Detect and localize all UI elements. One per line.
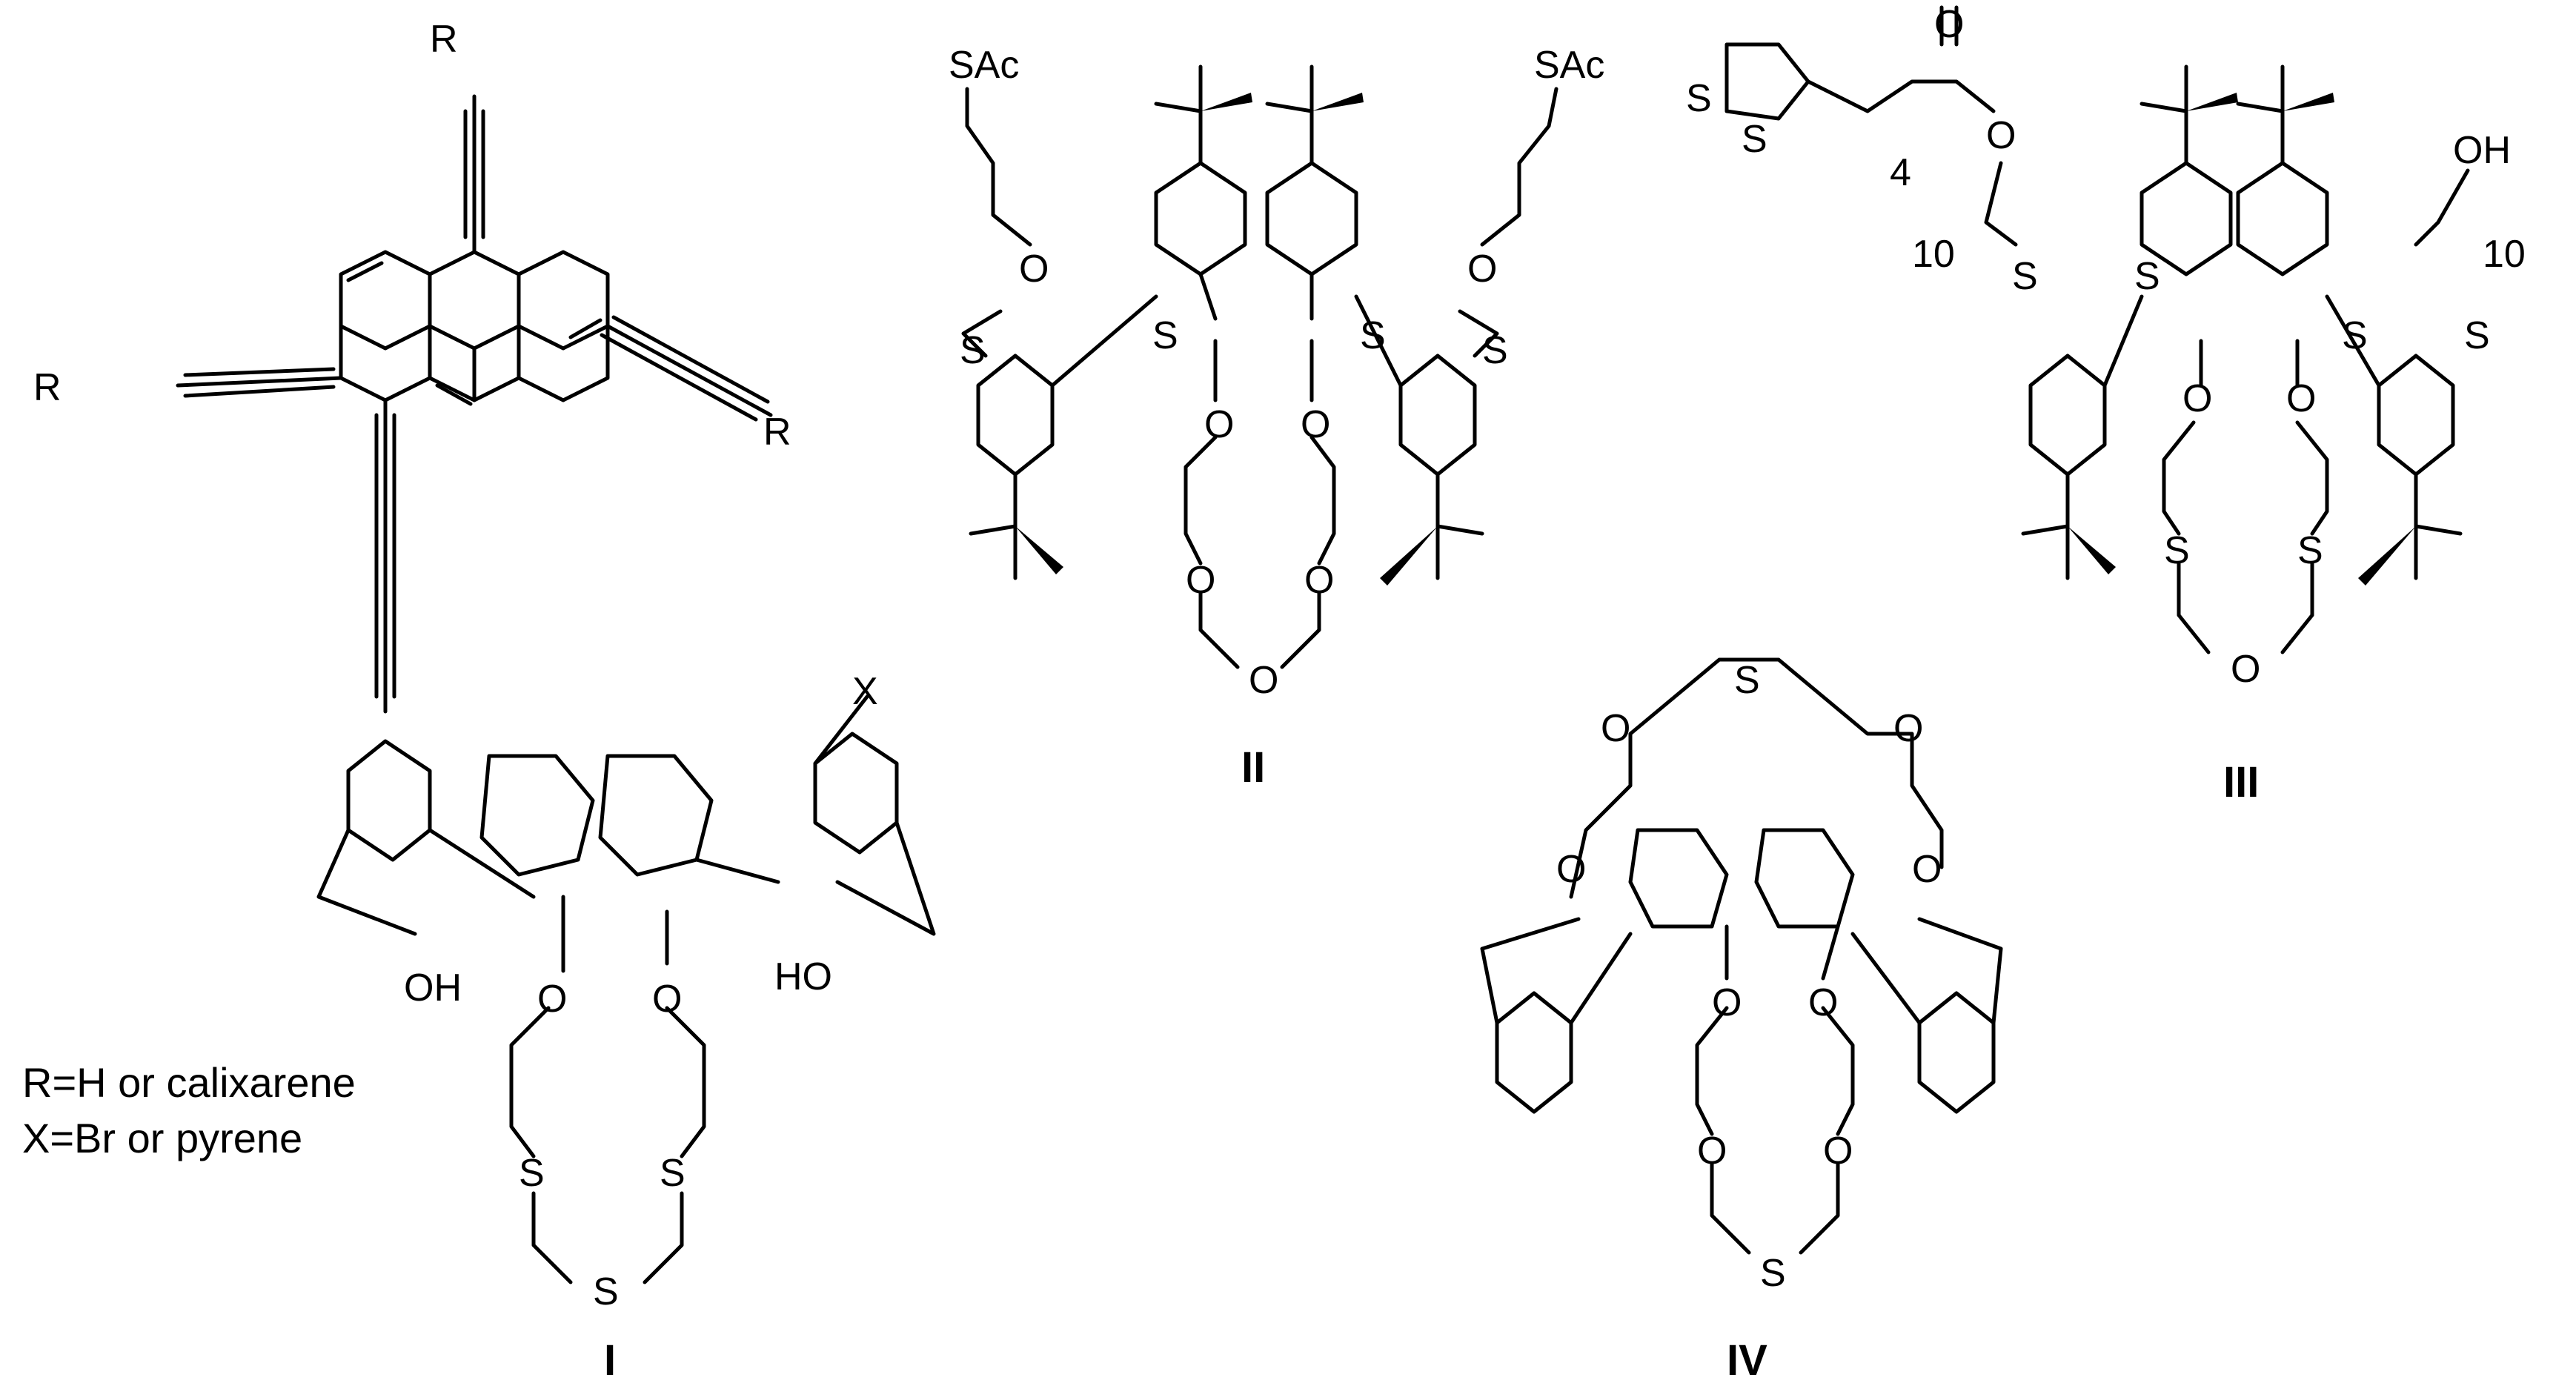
crown-ii <box>1184 435 1336 669</box>
dithiolane <box>1724 42 1810 121</box>
x-label: X <box>852 670 878 713</box>
s-iii-b: S <box>1742 118 1767 161</box>
s-iii-2: S <box>2134 255 2160 298</box>
calixarene-iv <box>1480 828 2003 1114</box>
label-iv: IV <box>1727 1336 1767 1385</box>
s-iii-4: S <box>2464 314 2490 357</box>
calixarene-ii <box>961 109 1499 528</box>
r-label-right: R <box>763 411 791 454</box>
alkyne-left <box>176 367 343 398</box>
o-iv-6: O <box>1808 981 1838 1024</box>
decyl-chains <box>1984 161 2470 247</box>
s-ii-4: S <box>1482 329 1508 372</box>
o-ii-6: O <box>1304 559 1334 602</box>
subscript-4: 4 <box>1890 151 1911 194</box>
s-ii-1: S <box>960 329 986 372</box>
tbu-bottom-iii <box>2021 524 2463 580</box>
pyrene-core <box>339 250 610 406</box>
tbu-bottom-ii <box>969 524 1484 580</box>
arm-right-ii <box>1480 87 1558 247</box>
s-iii-3: S <box>2342 314 2368 357</box>
o-iv-1: O <box>1601 707 1630 750</box>
oh-label: OH <box>404 966 462 1009</box>
tbu-wedge-iii-1 <box>2186 93 2238 111</box>
o-ii-3: O <box>1204 403 1234 446</box>
compound-i: R R R X OH HO O O S S S R=H or calixaren… <box>22 18 936 1385</box>
r-label-top: R <box>430 18 458 61</box>
tbu-wedge-ii-4 <box>1380 526 1438 586</box>
calixarene-iii <box>2028 109 2455 528</box>
alkyne-top <box>463 94 485 254</box>
o-i-1: O <box>537 978 567 1021</box>
crown-bottom-iv <box>1695 1006 1855 1255</box>
o-ii-2: O <box>1467 248 1497 291</box>
subscript-10-right: 10 <box>2483 233 2526 276</box>
tbu-wedge-iii-2 <box>2283 93 2334 111</box>
s-ii-3: S <box>1360 314 1386 357</box>
tbu-wedge-ii-2 <box>1312 93 1364 111</box>
oh-iii: OH <box>2453 129 2511 172</box>
alkyne-down <box>374 398 396 714</box>
s-i-2: S <box>660 1152 686 1195</box>
s-iv-1: S <box>1734 659 1760 702</box>
s-iii-5: S <box>2164 529 2190 572</box>
o-iii-1: O <box>2182 377 2212 420</box>
o-ii-5: O <box>1186 559 1215 602</box>
o-iv-8: O <box>1823 1130 1853 1173</box>
s-iii-a: S <box>1686 77 1712 120</box>
s-iii-1: S <box>2012 255 2038 298</box>
compound-iv: O O S O O O O O O S IV <box>1480 657 2003 1385</box>
r-label-left: R <box>33 366 62 409</box>
o-ii-7: O <box>1249 659 1278 702</box>
o-ii-1: O <box>1019 248 1049 291</box>
tbu-wedge-ii-3 <box>1015 526 1063 574</box>
o-ii-4: O <box>1301 403 1330 446</box>
s-i-1: S <box>519 1152 545 1195</box>
o-iv-3: O <box>1556 848 1586 891</box>
subscript-10-left: 10 <box>1912 233 1955 276</box>
label-i: I <box>604 1336 616 1385</box>
ho-label: HO <box>774 955 832 998</box>
o-iv-7: O <box>1697 1130 1727 1173</box>
s-iv-2: S <box>1760 1252 1786 1295</box>
tbu-wedge-ii-1 <box>1201 93 1252 111</box>
o-iv-5: O <box>1712 981 1742 1024</box>
tbu-wedge-iii-3 <box>2068 526 2116 574</box>
carbonyl-o: O <box>1934 3 1964 46</box>
o-iii-3: O <box>2231 648 2260 691</box>
o-iv-4: O <box>1912 848 1942 891</box>
note-x: X=Br or pyrene <box>22 1115 302 1161</box>
crown-top-iv <box>1569 657 1944 899</box>
s-iii-6: S <box>2297 529 2323 572</box>
compound-iii: S S O O 4 10 10 OH S S S S O O S S <box>1686 3 2526 806</box>
tbu-wedge-iii-4 <box>2358 526 2416 586</box>
compound-ii: SAc SAc O O S S S S O O O O O I <box>949 44 1604 792</box>
note-r: R=H or calixarene <box>22 1059 356 1106</box>
tbu-top-ii <box>1154 64 1314 113</box>
o-iii-2: O <box>2286 377 2316 420</box>
s-i-3: S <box>593 1270 619 1313</box>
alkyne-right <box>600 315 773 422</box>
label-ii: II <box>1241 743 1265 792</box>
calixarene-i <box>316 694 936 973</box>
label-iii: III <box>2223 758 2259 806</box>
s-ii-2: S <box>1152 314 1178 357</box>
ester-o: O <box>1986 114 2016 157</box>
sac-left: SAc <box>949 44 1019 87</box>
o-iv-2: O <box>1893 707 1923 750</box>
arm-left-ii <box>965 87 1032 247</box>
tbu-top-iii <box>2140 64 2285 113</box>
crown-i <box>509 1006 706 1284</box>
ester-chain <box>1806 5 1996 113</box>
o-i-2: O <box>652 978 682 1021</box>
sac-right: SAc <box>1534 44 1604 87</box>
crown-iii <box>2162 420 2329 654</box>
